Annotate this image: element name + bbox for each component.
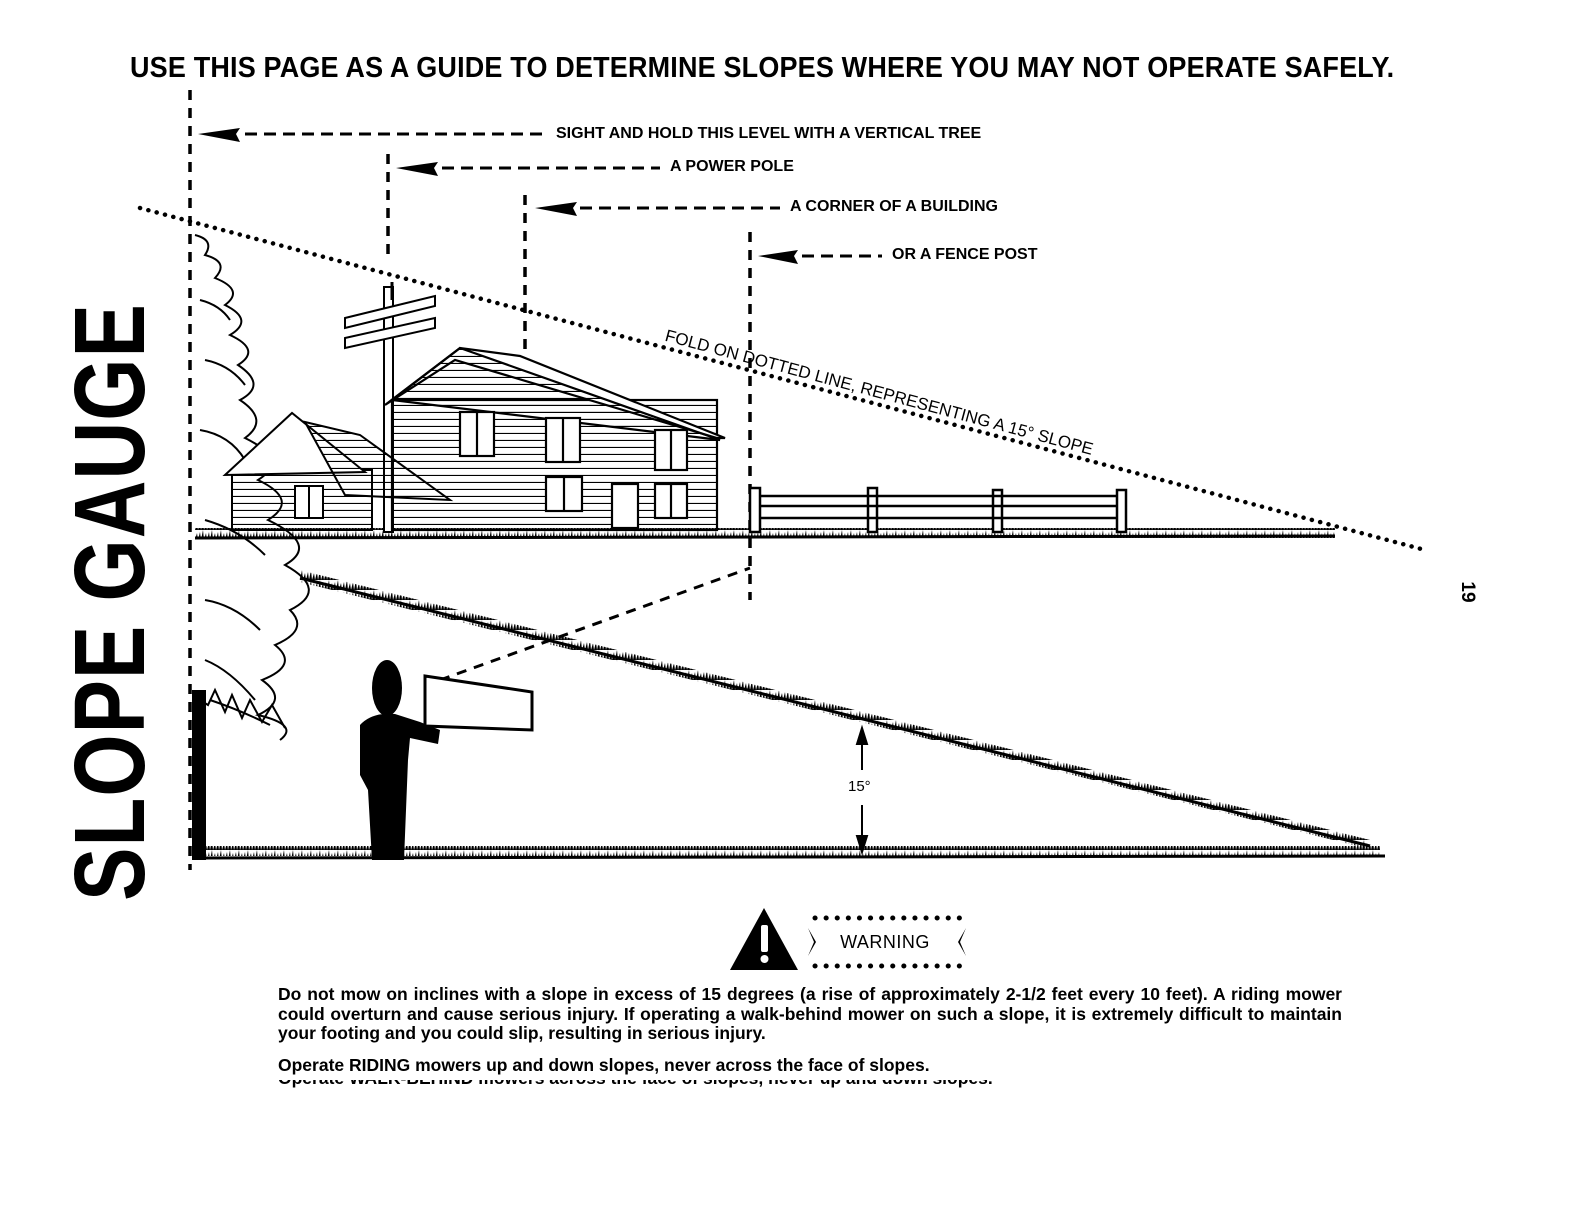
- upper-grass: [195, 528, 1335, 538]
- warning-badge: WARNING: [806, 916, 964, 968]
- warning-paragraph-2: Operate RIDING mowers up and down slopes…: [278, 1055, 930, 1075]
- base-grass: [200, 846, 1380, 856]
- fence: [748, 486, 1128, 534]
- label-building-corner: A CORNER OF A BUILDING: [790, 198, 998, 215]
- label-vertical-tree: SIGHT AND HOLD THIS LEVEL WITH A VERTICA…: [556, 125, 982, 142]
- main-house: [384, 346, 726, 532]
- angle-label: 15°: [848, 778, 871, 795]
- fold-dotted-line: [137, 205, 1428, 553]
- warning-paragraph-1: Do not mow on inclines with a slope in e…: [278, 984, 1342, 1043]
- viewer-sight-line: [439, 566, 751, 682]
- warning-label: WARNING: [840, 931, 930, 952]
- tree: [192, 234, 310, 860]
- label-power-pole: A POWER POLE: [670, 158, 794, 175]
- warning-triangle-icon: [730, 908, 798, 970]
- label-fence-post: OR A FENCE POST: [892, 246, 1038, 263]
- person-silhouette: [360, 660, 534, 860]
- sight-leader-lines: [245, 132, 882, 258]
- angle-indicator: [855, 724, 869, 856]
- warning-paragraph-3: Operate WALK-BEHIND mowers across the fa…: [278, 1080, 1342, 1090]
- page-title: USE THIS PAGE AS A GUIDE TO DETERMINE SL…: [130, 52, 1395, 84]
- warning-box-border: [812, 915, 963, 969]
- arrow-left-icon: [198, 128, 798, 264]
